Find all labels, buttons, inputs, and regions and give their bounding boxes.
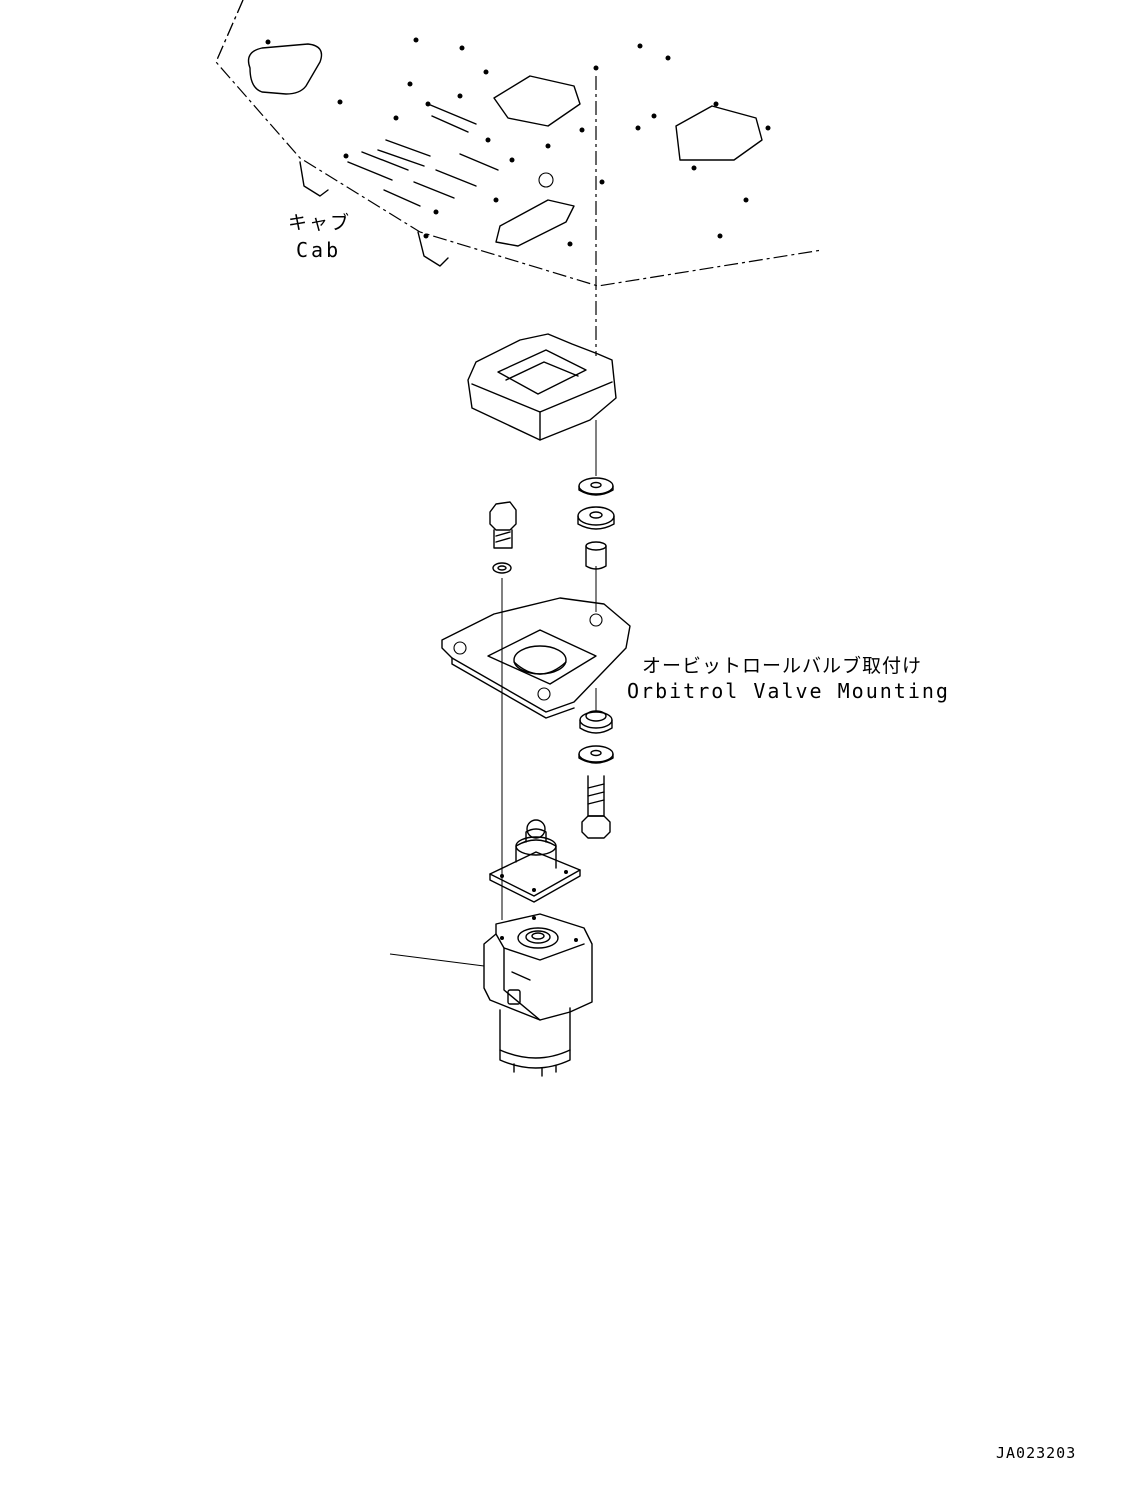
mounting-label-en: Orbitrol Valve Mounting [627, 679, 950, 703]
center-lines [501, 76, 597, 920]
drawing-code: JA023203 [996, 1444, 1077, 1462]
orbitrol-valve [389, 913, 593, 1077]
mounting-label-jp: オービットロールバルブ取付け [642, 655, 923, 677]
upper-fasteners [489, 477, 615, 574]
spacer-pad [467, 333, 617, 441]
mounting-bracket [441, 597, 631, 719]
column-adapter [489, 819, 581, 903]
plate-holes [265, 37, 771, 247]
lower-fasteners [578, 710, 614, 839]
cab-label-en: Cab [296, 238, 342, 262]
cab-floor-plate [215, 0, 823, 287]
cab-label-jp: キャブ [288, 212, 352, 234]
